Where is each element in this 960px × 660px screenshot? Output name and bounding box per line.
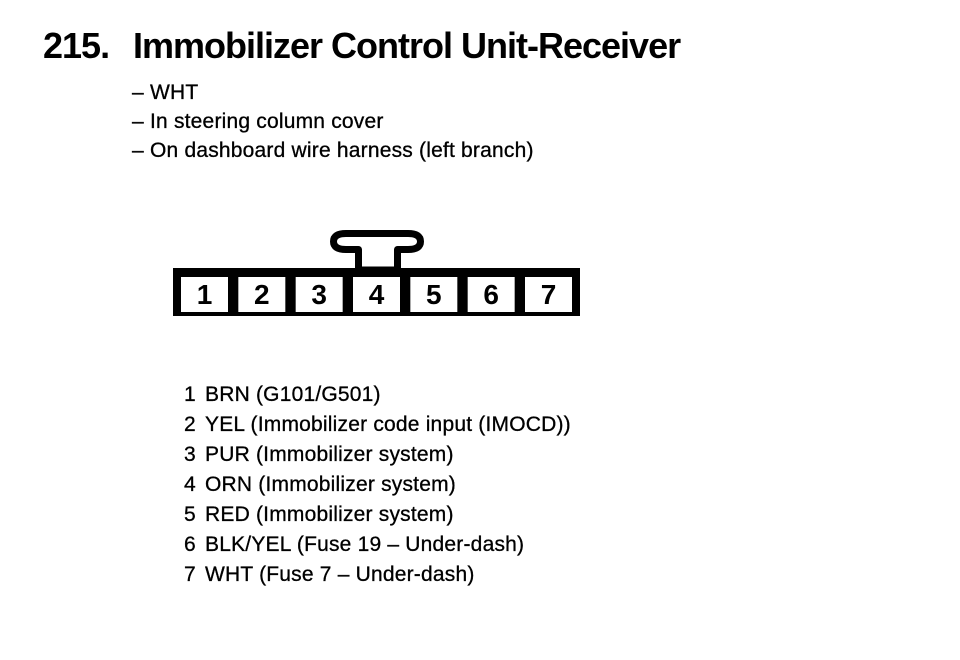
figure-title: 215. Immobilizer Control Unit-Receiver: [43, 25, 681, 66]
pin-cavity-2: [238, 277, 286, 312]
pin-cavity-1: [181, 277, 228, 312]
pin-cavity-5: [410, 277, 458, 312]
figure-number: 215.: [43, 25, 110, 66]
pin-number: 6: [184, 533, 196, 556]
pin-cavity-7: [525, 277, 572, 312]
pin-row: 2 YEL (Immobilizer code input (IMOCD)): [184, 410, 571, 440]
pin-row: 3 PUR (Immobilizer system): [184, 440, 571, 470]
pin-number: 3: [184, 443, 196, 466]
pin-cavity-label: 5: [426, 279, 442, 310]
pin-cavity-label: 4: [369, 279, 385, 310]
pin-description: BRN (G101/G501): [205, 383, 381, 406]
note-line: – In steering column cover: [132, 107, 534, 136]
pin-cavity-label: 2: [254, 279, 270, 310]
pin-cavity-label: 7: [541, 279, 557, 310]
pin-description: WHT (Fuse 7 – Under-dash): [205, 563, 475, 586]
pin-number: 4: [184, 473, 196, 496]
pin-cavity-label: 3: [311, 279, 327, 310]
pin-row: 4 ORN (Immobilizer system): [184, 470, 571, 500]
pin-number: 7: [184, 563, 196, 586]
pin-description: BLK/YEL (Fuse 19 – Under-dash): [205, 533, 525, 556]
pin-cavity-6: [467, 277, 515, 312]
note-line: – On dashboard wire harness (left branch…: [132, 136, 534, 165]
pin-row: 6 BLK/YEL (Fuse 19 – Under-dash): [184, 530, 571, 560]
pin-number: 1: [184, 383, 196, 406]
note-text: In steering column cover: [150, 109, 384, 133]
pin-cavity-label: 1: [197, 279, 213, 310]
pin-cavity-3: [295, 277, 343, 312]
connector-notes: – WHT – In steering column cover – On da…: [132, 78, 534, 165]
pin-row: 5 RED (Immobilizer system): [184, 500, 571, 530]
pin-description: YEL (Immobilizer code input (IMOCD)): [205, 413, 571, 436]
pin-description: PUR (Immobilizer system): [205, 443, 454, 466]
dash-bullet: –: [132, 80, 144, 104]
note-text: On dashboard wire harness (left branch): [150, 138, 534, 162]
note-line: – WHT: [132, 78, 534, 107]
pin-number: 5: [184, 503, 196, 526]
connector-latch-tab: [330, 230, 424, 274]
pin-cavity-label: 6: [483, 279, 499, 310]
pin-row: 1 BRN (G101/G501): [184, 380, 571, 410]
pin-row: 7 WHT (Fuse 7 – Under-dash): [184, 560, 571, 590]
pin-cavity-4: [353, 277, 400, 312]
pin-number: 2: [184, 413, 196, 436]
page-title: Immobilizer Control Unit-Receiver: [133, 25, 681, 66]
pin-description: ORN (Immobilizer system): [205, 473, 456, 496]
dash-bullet: –: [132, 109, 144, 133]
pin-description: RED (Immobilizer system): [205, 503, 454, 526]
connector-diagram: 1 2 3 4 5 6 7: [173, 230, 580, 316]
note-text: WHT: [150, 80, 199, 104]
pin-list: 1 BRN (G101/G501) 2 YEL (Immobilizer cod…: [184, 380, 571, 590]
dash-bullet: –: [132, 138, 144, 162]
